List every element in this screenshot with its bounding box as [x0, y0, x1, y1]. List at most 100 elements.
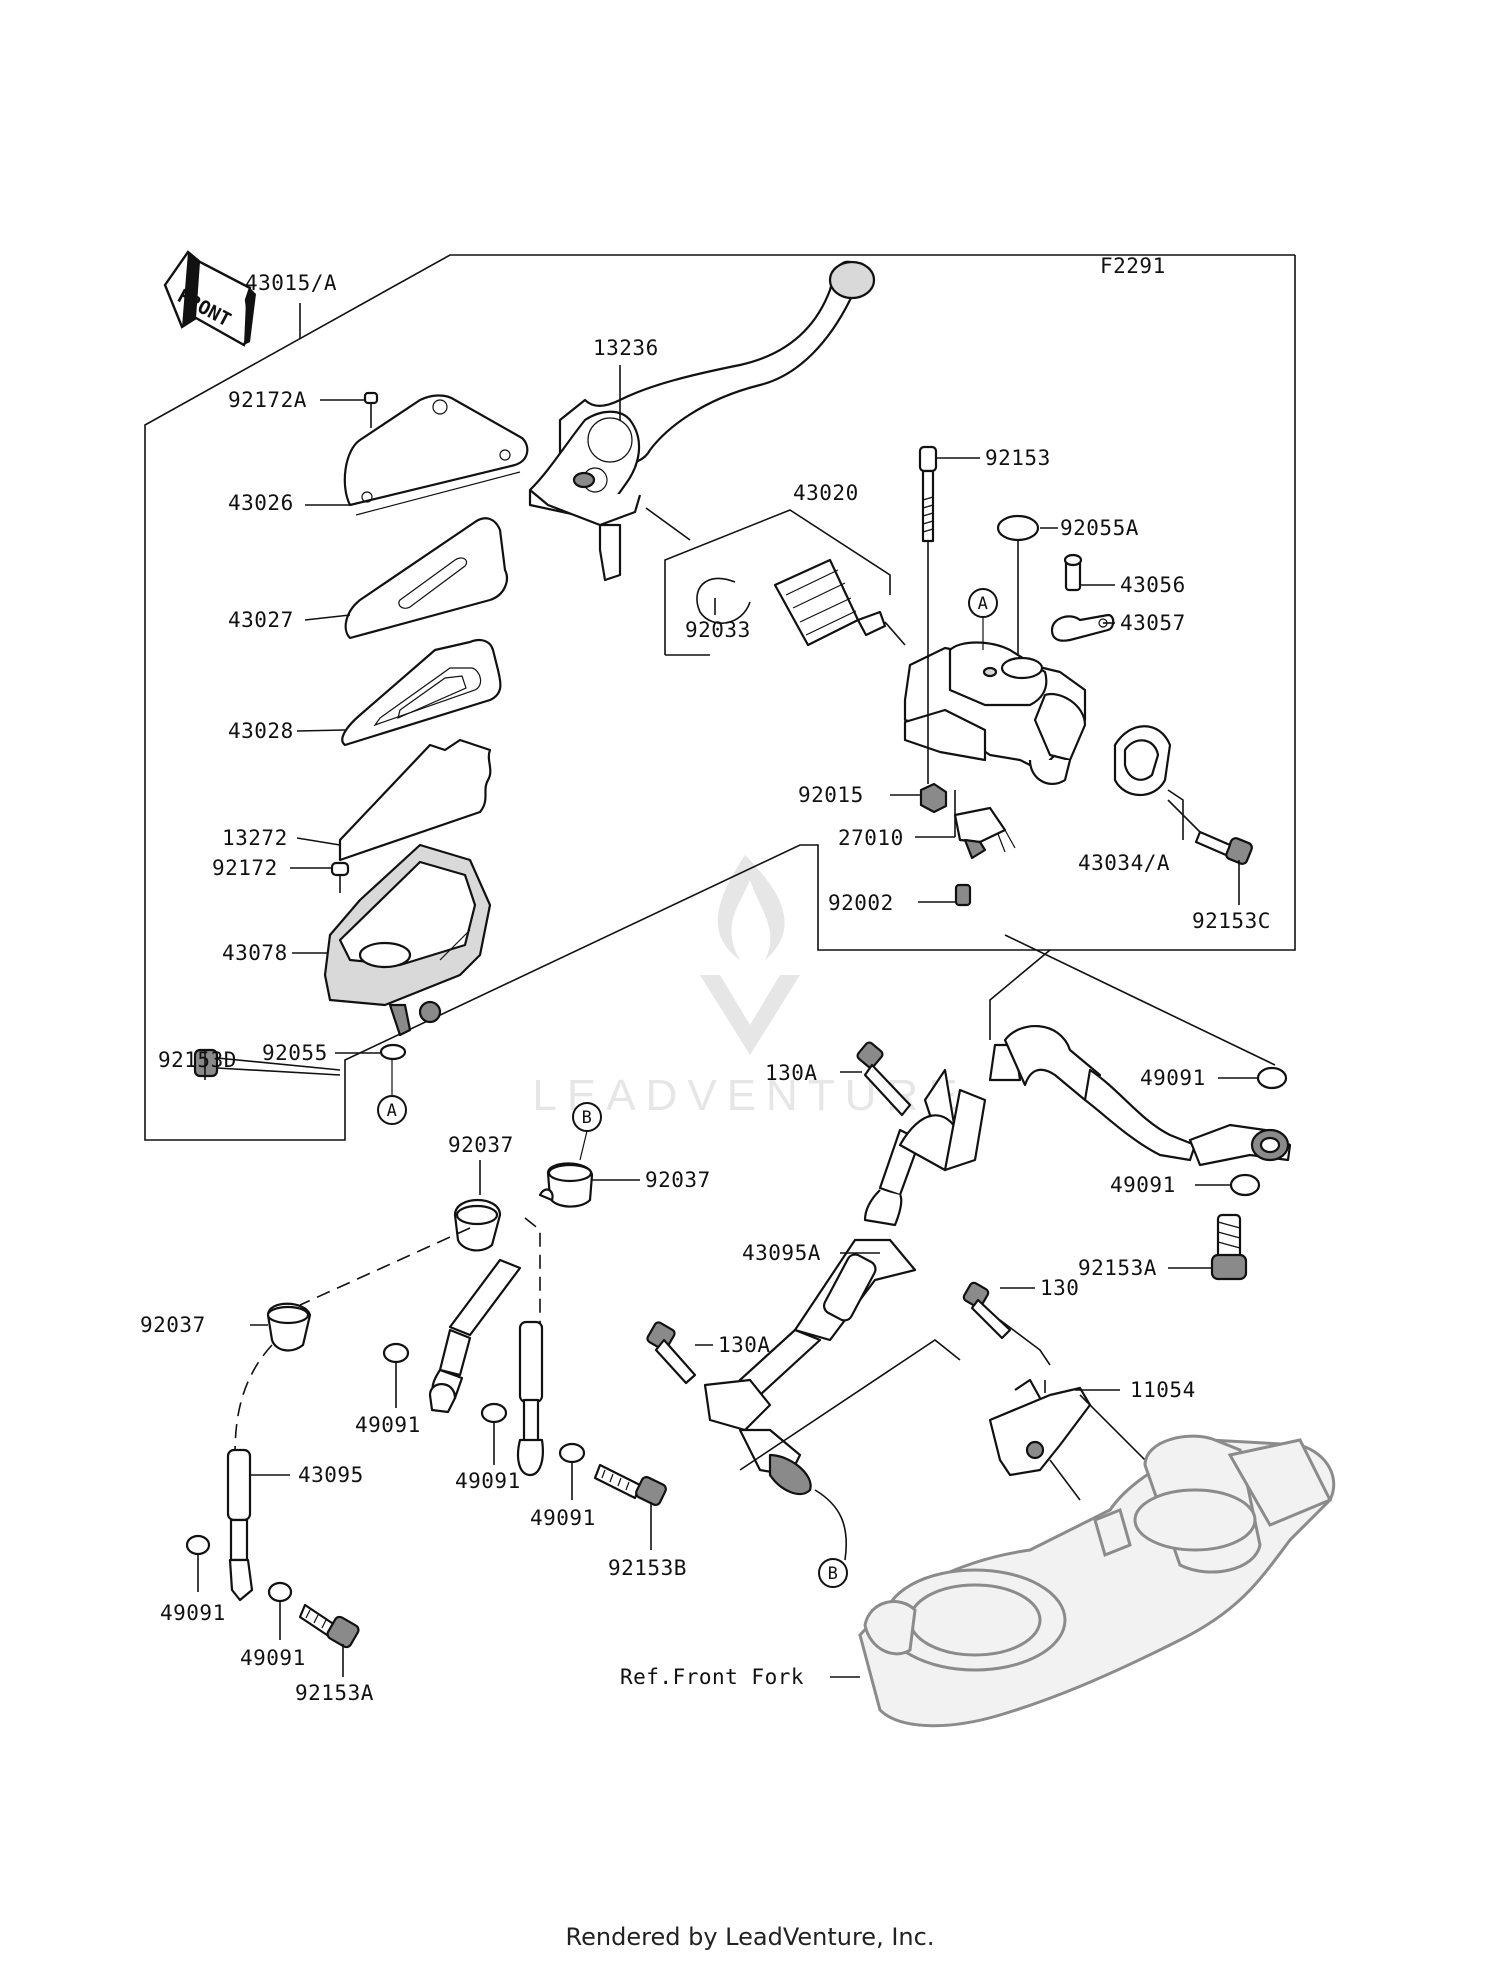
bracket-11054 — [988, 1378, 1092, 1477]
footer-credit: Rendered by LeadVenture, Inc. — [566, 1923, 935, 1951]
hose-upper-section — [898, 1025, 1292, 1172]
washer-49091-l3 — [558, 1442, 586, 1464]
callout-130: 130 — [1040, 1276, 1079, 1300]
washer-49091-l5 — [267, 1581, 293, 1603]
callout-43095: 43095 — [298, 1463, 364, 1487]
washer-49091-r2 — [1229, 1173, 1261, 1197]
marker-a-bottom: A — [377, 1060, 407, 1125]
bolt-92153c — [1194, 830, 1253, 865]
watermark-logo: LEADVENTURE — [532, 855, 958, 1120]
callout-92002: 92002 — [828, 891, 894, 915]
clamp-43034a — [1113, 725, 1172, 796]
svg-text:A: A — [978, 594, 989, 614]
callout-92055: 92055 — [262, 1041, 328, 1065]
callout-43020: 43020 — [793, 481, 859, 505]
callout-130a-top: 130A — [765, 1061, 818, 1085]
plate-13272 — [338, 738, 492, 862]
callout-labels: 43015/A 13236 92172A 43026 43027 43028 1… — [140, 271, 1271, 1705]
reservoir-body-43078 — [323, 843, 492, 1037]
screw-92172 — [330, 861, 350, 893]
bolt-130a-mid — [646, 1321, 697, 1385]
callout-13272: 13272 — [222, 826, 288, 850]
callout-49091-l4: 49091 — [160, 1601, 226, 1625]
marker-b-bottom: B — [818, 1558, 848, 1588]
callout-49091-l1: 49091 — [355, 1413, 421, 1437]
callout-43034a: 43034/A — [1078, 851, 1170, 875]
callout-13236: 13236 — [593, 336, 659, 360]
cap-43057 — [1050, 613, 1115, 642]
assembly-frame — [144, 254, 1296, 1141]
nut-92015 — [919, 782, 948, 814]
bolt-92153d — [193, 1048, 341, 1078]
reservoir-cap-43026 — [343, 394, 529, 516]
callout-43095a: 43095A — [742, 1241, 821, 1265]
clamp-92037-c — [266, 1302, 312, 1352]
dashed-leader-92037b — [524, 1217, 541, 1330]
diagram-id: F2291 — [1100, 254, 1166, 278]
callout-92033: 92033 — [685, 618, 751, 642]
callout-92015: 92015 — [798, 783, 864, 807]
callout-49091-r1: 49091 — [1140, 1066, 1206, 1090]
callout-92153c: 92153C — [1192, 909, 1271, 933]
leader-13236-to-piston — [645, 507, 691, 541]
bolt-130a-top — [856, 1041, 912, 1117]
dashed-leader-43095 — [234, 1344, 273, 1456]
switch-27010 — [953, 806, 1016, 860]
callout-92055a: 92055A — [1060, 516, 1139, 540]
callout-92153b: 92153B — [608, 1556, 687, 1580]
clamp-92037-a — [453, 1198, 502, 1252]
circlip-92033 — [696, 577, 751, 624]
callout-92153: 92153 — [985, 446, 1051, 470]
callout-leaders — [197, 365, 1258, 1678]
svg-text:A: A — [387, 1101, 398, 1121]
callout-43026: 43026 — [228, 491, 294, 515]
callout-43015a: 43015/A — [245, 271, 337, 295]
bolt-130 — [962, 1281, 1012, 1340]
clamp-92037-b — [538, 1162, 594, 1208]
leader-hose-to-cylinder — [989, 949, 1051, 1040]
bolt-92153 — [918, 445, 938, 658]
callout-49091-l2: 49091 — [455, 1469, 521, 1493]
callout-43057: 43057 — [1120, 611, 1186, 635]
callout-130a-mid: 130A — [718, 1333, 771, 1357]
svg-text:B: B — [828, 1564, 839, 1584]
callout-92037-c: 92037 — [140, 1313, 206, 1337]
front-arrow-icon: FRONT — [163, 250, 256, 347]
callout-92153a-right: 92153A — [1078, 1256, 1157, 1280]
callout-92153d: 92153D — [158, 1048, 237, 1072]
o-ring-92055 — [379, 1043, 407, 1061]
bleeder-43056 — [1063, 553, 1083, 592]
callout-92037-a: 92037 — [448, 1133, 514, 1157]
bolt-92153a-right — [1210, 1213, 1248, 1281]
callout-92172: 92172 — [212, 856, 278, 880]
callout-11054: 11054 — [1130, 1378, 1196, 1402]
reservoir-plate-43027 — [344, 517, 508, 640]
marker-a-top: A — [968, 588, 998, 650]
o-ring-92055a — [996, 514, 1040, 542]
screw-92002 — [954, 883, 972, 907]
callout-92172a: 92172A — [228, 388, 307, 412]
washer-49091-l1 — [382, 1342, 410, 1364]
callout-43027: 43027 — [228, 608, 294, 632]
callout-92037-b: 92037 — [645, 1168, 711, 1192]
svg-text:B: B — [582, 1108, 593, 1128]
callout-43056: 43056 — [1120, 573, 1186, 597]
marker-b-top: B — [572, 1102, 602, 1161]
lever-13236 — [528, 260, 876, 582]
callout-92153a-left: 92153A — [295, 1681, 374, 1705]
callout-43028: 43028 — [228, 719, 294, 743]
leader-49091-r1 — [1004, 934, 1276, 1066]
callout-43078: 43078 — [222, 941, 288, 965]
hose-43095-left — [226, 1448, 254, 1602]
callout-27010: 27010 — [838, 826, 904, 850]
dashed-leader-clamp — [299, 1227, 471, 1306]
washer-49091-l4 — [185, 1534, 211, 1556]
master-cylinder-body — [903, 641, 1087, 786]
washer-49091-l2 — [480, 1402, 508, 1424]
piston-kit-bracket — [664, 509, 891, 656]
callout-49091-l3: 49091 — [530, 1506, 596, 1530]
front-fork — [858, 1434, 1336, 1728]
callout-49091-r2: 49091 — [1110, 1173, 1176, 1197]
diaphragm-43028 — [341, 639, 502, 747]
